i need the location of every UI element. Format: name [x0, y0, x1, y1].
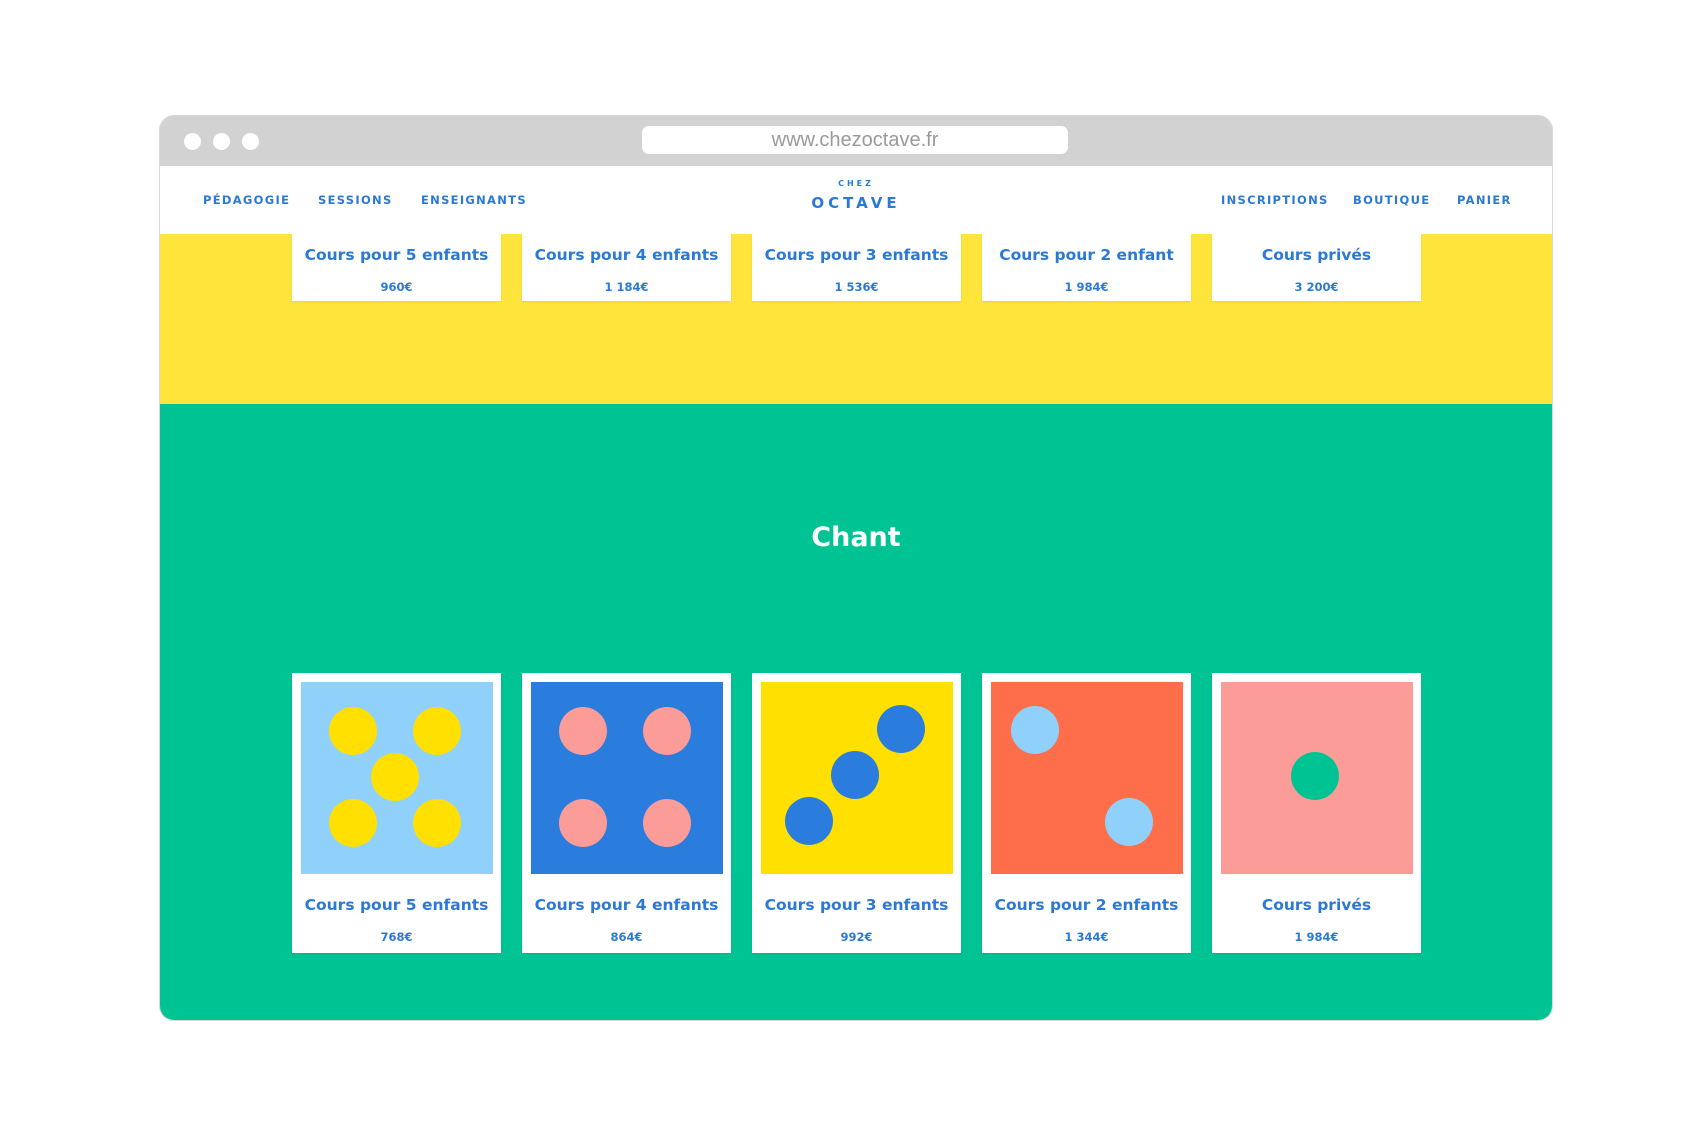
card-title: Cours pour 2 enfants — [994, 896, 1179, 914]
dice-pip — [413, 799, 461, 847]
course-card[interactable]: Cours pour 2 enfants 1 344€ — [982, 673, 1191, 953]
url-bar[interactable]: www.chezoctave.fr — [642, 126, 1068, 154]
top-card[interactable]: Cours pour 2 enfant 1 984€ — [982, 234, 1191, 301]
card-title: Cours pour 3 enfants — [764, 896, 949, 914]
course-card[interactable]: Cours pour 3 enfants 992€ — [752, 673, 961, 953]
card-title: Cours pour 4 enfants — [534, 246, 719, 264]
card-title: Cours privés — [1261, 246, 1372, 264]
dice-pip — [559, 799, 607, 847]
site-logo[interactable]: CHEZ OCTAVE — [800, 176, 912, 226]
card-title: Cours pour 4 enfants — [534, 896, 719, 914]
dice-three-image — [761, 682, 953, 874]
card-title: Cours privés — [1261, 896, 1372, 914]
window-close-dot[interactable] — [184, 133, 201, 150]
card-price: 960€ — [380, 280, 413, 294]
dice-pip — [329, 799, 377, 847]
dice-one-image — [1221, 682, 1413, 874]
top-card[interactable]: Cours pour 3 enfants 1 536€ — [752, 234, 961, 301]
card-price: 1 536€ — [834, 280, 879, 294]
dice-pip — [329, 707, 377, 755]
card-price: 992€ — [840, 930, 873, 944]
section-title: Chant — [811, 522, 901, 553]
card-title: Cours pour 5 enfants — [304, 246, 489, 264]
course-card[interactable]: Cours privés 1 984€ — [1212, 673, 1421, 953]
card-price: 864€ — [610, 930, 643, 944]
window-maximize-dot[interactable] — [242, 133, 259, 150]
dice-pip — [831, 751, 879, 799]
dice-pip — [643, 707, 691, 755]
window-minimize-dot[interactable] — [213, 133, 230, 150]
nav-link-sessions[interactable]: SESSIONS — [318, 193, 393, 207]
dice-pip — [785, 797, 833, 845]
dice-pip — [371, 753, 419, 801]
card-title: Cours pour 3 enfants — [764, 246, 949, 264]
dice-pip — [1291, 752, 1339, 800]
site-header: PÉDAGOGIE SESSIONS ENSEIGNANTS CHEZ OCTA… — [160, 166, 1552, 234]
nav-link-enseignants[interactable]: ENSEIGNANTS — [421, 193, 527, 207]
course-card[interactable]: Cours pour 4 enfants 864€ — [522, 673, 731, 953]
dice-pip — [559, 707, 607, 755]
card-price: 1 184€ — [604, 280, 649, 294]
dice-two-image — [991, 682, 1183, 874]
dice-pip — [1105, 798, 1153, 846]
dice-pip — [877, 705, 925, 753]
card-price: 1 984€ — [1294, 930, 1339, 944]
dice-pip — [1011, 706, 1059, 754]
logo-chez: CHEZ — [838, 179, 874, 188]
nav-link-pedagogie[interactable]: PÉDAGOGIE — [203, 193, 291, 207]
nav-link-panier[interactable]: PANIER — [1457, 193, 1512, 207]
course-card[interactable]: Cours pour 5 enfants 768€ — [292, 673, 501, 953]
browser-window: www.chezoctave.fr PÉDAGOGIE SESSIONS ENS… — [160, 116, 1552, 1020]
card-price: 1 344€ — [1064, 930, 1109, 944]
card-title: Cours pour 5 enfants — [304, 896, 489, 914]
top-card[interactable]: Cours pour 4 enfants 1 184€ — [522, 234, 731, 301]
logo-octave: OCTAVE — [811, 194, 901, 212]
card-title: Cours pour 2 enfant — [999, 246, 1174, 264]
dice-pip — [643, 799, 691, 847]
browser-chrome: www.chezoctave.fr — [160, 116, 1552, 166]
nav-link-inscriptions[interactable]: INSCRIPTIONS — [1221, 193, 1329, 207]
top-card[interactable]: Cours pour 5 enfants 960€ — [292, 234, 501, 301]
card-price: 768€ — [380, 930, 413, 944]
dice-five-image — [301, 682, 493, 874]
dice-four-image — [531, 682, 723, 874]
card-price: 3 200€ — [1294, 280, 1339, 294]
dice-pip — [413, 707, 461, 755]
top-card[interactable]: Cours privés 3 200€ — [1212, 234, 1421, 301]
card-price: 1 984€ — [1064, 280, 1109, 294]
nav-link-boutique[interactable]: BOUTIQUE — [1353, 193, 1431, 207]
